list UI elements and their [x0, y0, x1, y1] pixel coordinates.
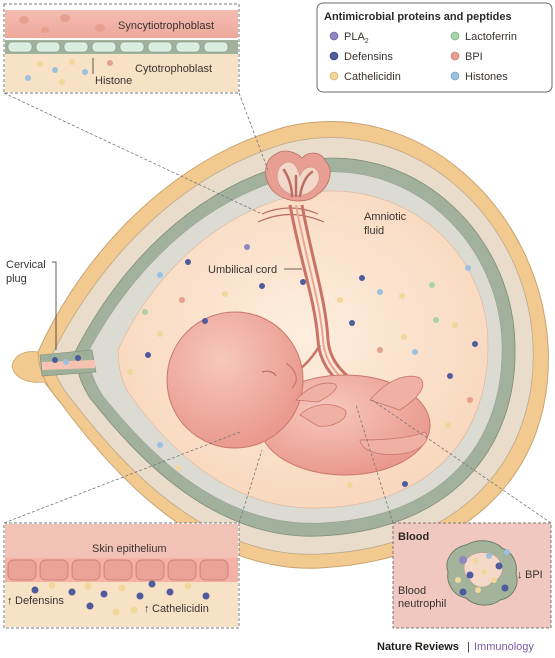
protein-dot [472, 341, 478, 347]
fetus-head [166, 311, 304, 449]
legend-frame [316, 2, 553, 93]
defensins-dot-icon [329, 51, 339, 61]
cathelicidin-increase-label: Cathelicidin [152, 603, 209, 615]
protein-dot [347, 482, 353, 488]
protein-dot [63, 359, 69, 365]
protein-dot [445, 422, 451, 428]
cathelicidin-dot-icon [329, 71, 339, 81]
journal-section: Immunology [474, 641, 534, 653]
protein-dot [157, 331, 163, 337]
protein-dot [52, 357, 58, 363]
journal-name: Nature Reviews [377, 641, 459, 653]
cytotrophoblast-label: Cytotrophoblast [135, 63, 212, 75]
protein-dot [157, 272, 163, 278]
protein-dot [145, 352, 151, 358]
up-arrow-icon: ↑ [144, 603, 150, 615]
footer-credit: Nature Reviews | Immunology [377, 641, 534, 653]
umbilical-cord-label: Umbilical cord [208, 264, 277, 276]
protein-dot [447, 373, 453, 379]
protein-dot [401, 334, 407, 340]
amniotic-protein-dots [52, 244, 478, 488]
protein-dot [259, 283, 265, 289]
protein-dot [467, 397, 473, 403]
protein-dot [175, 465, 181, 471]
pla2-dot-icon [329, 31, 339, 41]
histones-dot-icon [450, 71, 460, 81]
protein-dot [244, 244, 250, 250]
histone-label: Histone [95, 75, 132, 87]
amniotic-fluid-label-2: fluid [364, 225, 384, 237]
protein-dot [337, 297, 343, 303]
amniotic-fluid-label: Amniotic [364, 211, 407, 223]
protein-dot [349, 320, 355, 326]
placenta [257, 150, 331, 223]
protein-dot [429, 282, 435, 288]
protein-dot [300, 279, 306, 285]
legend-title: Antimicrobial proteins and peptides [324, 11, 512, 23]
skin-epithelium-inset: Skin epithelium ↑ [3, 522, 240, 629]
protein-dot [465, 265, 471, 271]
trophoblast-inset: Syncytiotrophoblast Histone Cytotrophobl… [3, 3, 240, 94]
skin-epithelium-label: Skin epithelium [92, 543, 167, 555]
fetus [166, 311, 431, 476]
bpi-label: BPI [525, 569, 543, 581]
legend-item-bpi: BPI [465, 51, 483, 63]
defensins-increase-label: Defensins [15, 595, 64, 607]
protein-dot [359, 275, 365, 281]
protein-dot [399, 293, 405, 299]
up-arrow-icon: ↑ [7, 595, 13, 607]
blood-neutrophil-label-2: neutrophil [398, 598, 446, 610]
protein-dot [75, 355, 81, 361]
blood-inset: Blood Blood neutrophil ↓ BPI [392, 522, 552, 629]
blood-label: Blood [398, 531, 429, 543]
protein-dot [377, 289, 383, 295]
legend-item-lactoferrin: Lactoferrin [465, 31, 517, 43]
protein-dot [402, 481, 408, 487]
syncytiotrophoblast-label: Syncytiotrophoblast [118, 20, 214, 32]
protein-dot [127, 369, 133, 375]
legend-item-cathelicidin: Cathelicidin [344, 71, 401, 83]
cervical-plug-label-2: plug [6, 273, 27, 285]
protein-dot [222, 291, 228, 297]
protein-dot [157, 442, 163, 448]
protein-dot [412, 349, 418, 355]
bpi-dot-icon [450, 51, 460, 61]
down-arrow-icon: ↓ [517, 569, 523, 581]
protein-dot [377, 347, 383, 353]
protein-dot [179, 297, 185, 303]
legend-item-defensins: Defensins [344, 51, 393, 63]
protein-dot [142, 309, 148, 315]
legend: Antimicrobial proteins and peptides PLA2… [316, 2, 553, 93]
footer-separator: | [467, 641, 470, 653]
blood-neutrophil-label: Blood [398, 585, 426, 597]
protein-dot [185, 259, 191, 265]
legend-item-histones: Histones [465, 71, 508, 83]
protein-dot [452, 322, 458, 328]
protein-dot [433, 317, 439, 323]
inset-connectors [3, 92, 552, 524]
protein-dot [202, 318, 208, 324]
cervical-plug-label: Cervical [6, 259, 46, 271]
legend-item-pla2: PLA2 [344, 31, 369, 45]
lactoferrin-dot-icon [450, 31, 460, 41]
